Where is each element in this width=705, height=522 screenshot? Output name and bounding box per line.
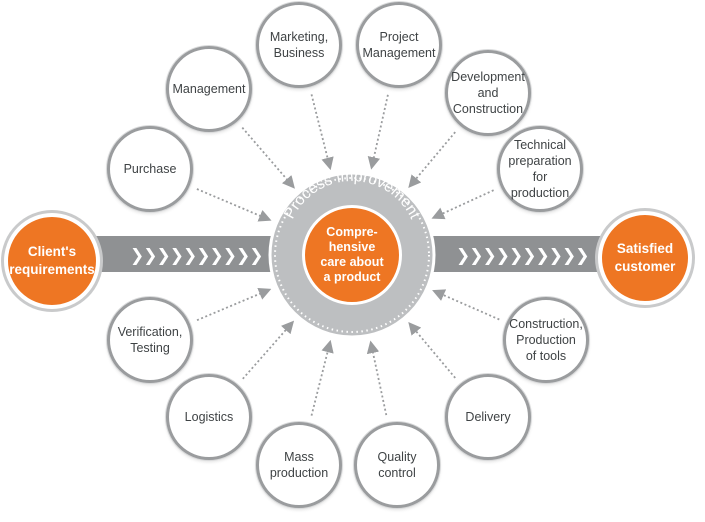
node-label: Mass production bbox=[269, 450, 329, 480]
node-label: Technical preparation for production bbox=[508, 138, 572, 200]
node-technical-preparation: Technical preparation for production bbox=[497, 126, 583, 212]
node-marketing-business: Marketing, Business bbox=[256, 2, 342, 88]
flow-chevrons-left: ❯❯❯❯❯❯❯❯❯❯ bbox=[130, 246, 262, 266]
connector-arrow bbox=[196, 288, 272, 322]
connector-arrow bbox=[310, 94, 334, 171]
connector-arrow bbox=[367, 94, 389, 170]
node-quality-control: Quality control bbox=[354, 422, 440, 508]
node-project-management: Project Management bbox=[356, 2, 442, 88]
flow-chevrons-right: ❯❯❯❯❯❯❯❯❯❯ bbox=[456, 246, 588, 266]
satisfied-customer-node: Satisfied customer bbox=[598, 211, 692, 305]
connector-arrow bbox=[408, 321, 456, 379]
connector-arrows bbox=[196, 94, 500, 416]
node-logistics: Logistics bbox=[166, 374, 252, 460]
node-verification-testing: Verification, Testing bbox=[107, 297, 193, 383]
node-construction-tools: Construction, Production of tools bbox=[503, 297, 589, 383]
node-label: Delivery bbox=[465, 410, 511, 424]
node-management: Management bbox=[166, 46, 252, 132]
node-label: Construction, Production of tools bbox=[509, 317, 583, 363]
flow-band-left bbox=[70, 236, 284, 272]
connector-arrow bbox=[431, 189, 494, 220]
node-development-construction: Development and Construction bbox=[445, 50, 531, 136]
connector-arrow bbox=[242, 320, 295, 380]
node-label: Development and Construction bbox=[451, 70, 525, 116]
client-requirements-node: Client's requirements bbox=[4, 213, 100, 309]
node-label: Quality control bbox=[377, 450, 417, 480]
node-delivery: Delivery bbox=[445, 374, 531, 460]
connector-arrow bbox=[196, 188, 272, 222]
connector-arrow bbox=[366, 340, 388, 416]
node-label: Purchase bbox=[123, 162, 177, 176]
connector-arrow bbox=[408, 131, 456, 189]
product-care-core: Compre- hensive care about a product bbox=[302, 205, 402, 305]
connector-arrow bbox=[241, 127, 295, 189]
node-label: Verification, Testing bbox=[117, 325, 183, 355]
node-label: Marketing, Business bbox=[269, 30, 329, 60]
node-purchase: Purchase bbox=[107, 126, 193, 212]
connector-arrow bbox=[310, 339, 334, 416]
connector-arrow bbox=[432, 289, 500, 321]
node-label: Management bbox=[172, 82, 246, 96]
node-mass-production: Mass production bbox=[256, 422, 342, 508]
node-label: Project Management bbox=[362, 30, 436, 60]
node-label: Logistics bbox=[184, 410, 234, 424]
process-ring-dotted-edge bbox=[274, 177, 430, 333]
